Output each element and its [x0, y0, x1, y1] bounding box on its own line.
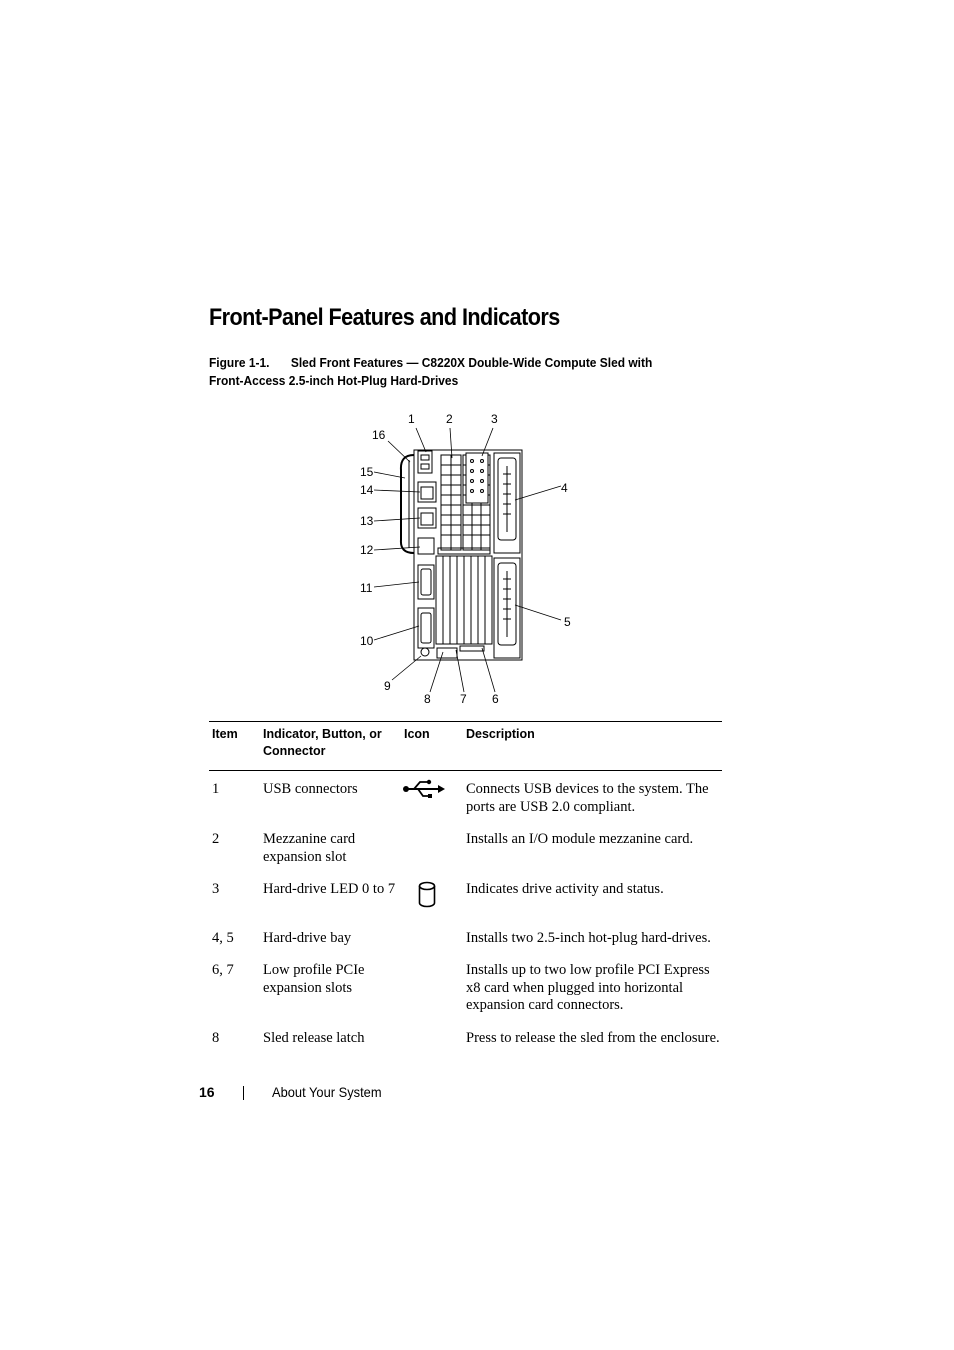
table-row: 2 Mezzanine card expansion slot Installs… [209, 823, 722, 873]
hard-drive-bay-2 [493, 557, 521, 659]
hard-drive-led-dots [470, 459, 484, 493]
header-description: Description [463, 721, 722, 771]
row-item: 3 [212, 881, 220, 897]
callout-5: 5 [564, 615, 571, 629]
hard-drive-carrier-1 [497, 457, 517, 541]
led-strip [437, 547, 491, 555]
callout-6: 6 [492, 692, 499, 706]
hard-drive-bay-1 [493, 452, 521, 554]
page-heading: Front-Panel Features and Indicators [209, 304, 560, 331]
expansion-slot-lines [442, 556, 486, 644]
vga-port [417, 607, 435, 649]
callout-leaders [373, 427, 562, 693]
sled-release-latch [436, 647, 458, 659]
vga-port-connector [420, 612, 432, 644]
row-description: Indicates drive activity and status. [466, 881, 664, 897]
row-icon-cell [401, 823, 463, 873]
figure-caption-line1: Sled Front Features — C8220X Double-Wide… [290, 355, 653, 370]
hard-drive-carrier-1-grip [503, 466, 511, 532]
row-item: 8 [212, 1029, 220, 1046]
footer-section-name: About Your System [272, 1084, 382, 1100]
ethernet-port-1-jack [420, 486, 434, 500]
callout-8: 8 [424, 692, 431, 706]
callout-16: 16 [372, 428, 386, 442]
row-description: Press to release the sled from the enclo… [466, 1029, 720, 1046]
serial-port [417, 564, 435, 600]
row-name: USB connectors [263, 781, 358, 797]
sled-front-figure: 1 2 3 4 5 6 7 8 9 10 11 12 13 14 15 16 [360, 412, 571, 706]
callout-13: 13 [360, 514, 374, 528]
hard-drive-led-panel [465, 452, 489, 504]
header-icon: Icon [401, 721, 463, 771]
callout-9: 9 [384, 679, 391, 693]
row-name: Hard-drive bay [263, 929, 352, 946]
callout-4: 4 [561, 481, 568, 495]
power-button [420, 647, 430, 657]
callout-10: 10 [360, 634, 374, 648]
row-item: 6, 7 [212, 962, 234, 978]
callout-11: 11 [360, 581, 373, 595]
row-icon-cell [401, 954, 463, 1022]
row-description: Installs two 2.5-inch hot-plug hard-driv… [466, 929, 711, 946]
callout-labels: 1 2 3 4 5 6 7 8 9 10 11 12 13 14 15 16 [360, 412, 571, 706]
ethernet-port-2-jack [420, 512, 434, 526]
table-row: 6, 7 Low profile PCIe expansion slots In… [209, 954, 722, 1022]
row-name: Mezzanine card expansion slot [263, 831, 356, 865]
table-row: 3 Hard-drive LED 0 to 7 Indicates drive … [209, 873, 722, 922]
callout-14: 14 [360, 483, 374, 497]
row-icon-cell [401, 873, 463, 922]
header-item: Item [209, 721, 260, 771]
row-item: 4, 5 [212, 929, 234, 946]
pcie-slot-latch [459, 645, 485, 652]
table-row: 4, 5 Hard-drive bay Installs two 2.5-inc… [209, 922, 722, 955]
row-description: Installs up to two low profile PCI Expre… [466, 962, 710, 1013]
usb-icon [403, 779, 445, 798]
footer-separator [243, 1086, 244, 1100]
usb-port-b [420, 463, 430, 470]
callout-7: 7 [460, 692, 467, 706]
usb-port-graphic [417, 450, 433, 474]
page-number: 16 [199, 1084, 215, 1100]
figure-caption-line2: Front-Access 2.5-inch Hot-Plug Hard-Driv… [209, 373, 459, 388]
callout-2: 2 [446, 412, 453, 426]
table-row: 8 Sled release latch Press to release th… [209, 1022, 722, 1055]
figure-caption: Figure 1-1. Sled Front Features — C8220X … [209, 354, 652, 390]
row-name: Sled release latch [263, 1029, 365, 1046]
table-row: 1 USB connectors Connects USB devices to… [209, 771, 722, 824]
row-name: Low profile PCIe expansion slots [263, 962, 365, 996]
figure-number: Figure 1-1. [209, 355, 270, 370]
usb-port-a [420, 454, 430, 461]
sled-handle [399, 454, 415, 554]
callout-3: 3 [491, 412, 498, 426]
row-description: Connects USB devices to the system. The … [466, 781, 709, 815]
row-item: 1 [212, 781, 220, 797]
row-name: Hard-drive LED 0 to 7 [263, 881, 396, 897]
serial-port-connector [420, 568, 432, 596]
row-icon-cell [401, 771, 463, 824]
hard-drive-icon [418, 881, 436, 908]
row-description: Installs an I/O module mezzanine card. [466, 831, 694, 847]
callout-15: 15 [360, 465, 374, 479]
mezzanine-vents [441, 455, 461, 550]
hard-drive-carrier-2-grip [503, 571, 511, 637]
row-icon-cell [401, 1022, 463, 1055]
management-port [417, 537, 435, 555]
hard-drive-carrier-2 [497, 562, 517, 646]
callout-1: 1 [408, 412, 415, 426]
row-item: 2 [212, 831, 220, 847]
row-icon-cell [401, 922, 463, 955]
callout-12: 12 [360, 543, 374, 557]
sled-outline [413, 449, 523, 661]
